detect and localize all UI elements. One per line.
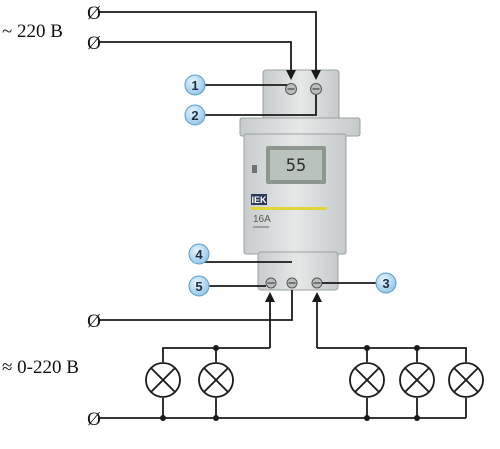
lamp-2 [198,362,234,398]
terminal-symbol-input-1: Ø [87,3,101,24]
callout-5: 5 [188,275,210,297]
input-wiring [98,11,321,80]
callout-4-label: 4 [195,247,203,262]
callout-2: 2 [184,104,206,126]
indicator-led [252,165,257,173]
terminal-symbol-output-2: Ø [87,409,101,430]
lamp-5 [448,362,484,398]
bottom-terminal-middle [286,277,298,289]
callout-1-label: 1 [191,78,198,93]
callout-3: 3 [375,272,397,294]
ac-input-label: ~ 220 В [2,21,63,42]
callout-5-label: 5 [195,279,202,294]
callout-leaders [198,84,378,287]
callout-3-label: 3 [382,276,389,291]
callout-4: 4 [188,243,210,265]
top-terminal-right [310,83,322,95]
lamp-3 [349,362,385,398]
lamp-4 [399,362,435,398]
top-terminal-left [285,83,297,95]
callout-1: 1 [184,74,206,96]
device-rating: 16A [253,214,271,225]
device-small-print [253,226,269,228]
output-wiring [98,290,467,421]
terminal-symbol-output-1: Ø [87,311,101,332]
device-upper-shoulder [239,117,361,137]
device-top-terminal-block [262,69,340,126]
callout-2-label: 2 [191,108,198,123]
lcd-screen [270,150,322,180]
terminal-symbol-input-2: Ø [87,33,101,54]
lcd-display-value: 55 [286,156,306,176]
brand-label: IEK [251,195,267,205]
brand-badge [251,194,267,205]
output-voltage-label: ≈ 0-220 В [2,357,79,378]
lamp-1 [145,362,181,398]
brand-stripe [251,207,327,210]
bottom-terminal-right [311,277,323,289]
bottom-terminal-left [265,277,277,289]
timer-device: 55 IEK 16A [239,69,361,291]
